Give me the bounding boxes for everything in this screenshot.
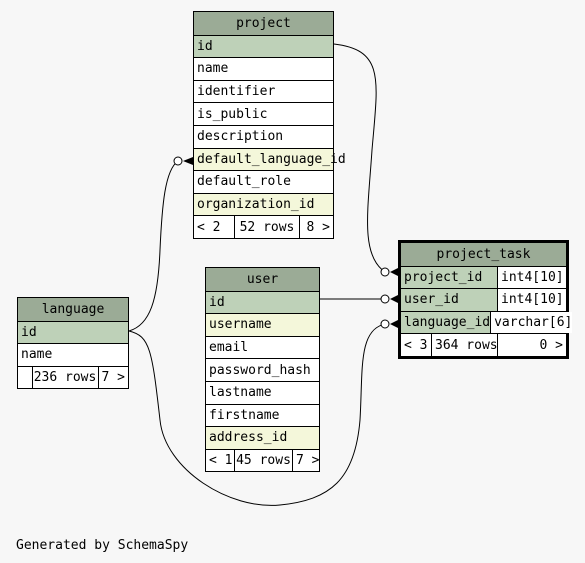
crowfoot-marker bbox=[390, 295, 398, 303]
column-row[interactable]: firstname bbox=[206, 403, 319, 427]
column-name: description bbox=[197, 129, 284, 145]
column-name: lastname bbox=[209, 385, 272, 401]
column-name: username bbox=[209, 317, 272, 333]
edge-end-circle bbox=[380, 319, 390, 329]
row-count: 45 rows bbox=[234, 449, 292, 472]
table-name: project_task bbox=[436, 246, 531, 262]
column-name: project_id bbox=[404, 269, 483, 285]
column-type: int4[10] bbox=[497, 289, 566, 311]
column-type: varchar[6] bbox=[490, 311, 573, 334]
column-row[interactable]: default_role bbox=[194, 170, 333, 193]
column-row[interactable]: language_id varchar[6] bbox=[401, 310, 573, 334]
column-row[interactable]: project_id int4[10] bbox=[401, 265, 566, 289]
column-name: is_public bbox=[197, 106, 268, 122]
column-row[interactable]: id bbox=[18, 320, 128, 344]
edge-project-to-language bbox=[128, 160, 179, 332]
column-row[interactable]: username bbox=[206, 313, 319, 336]
column-row[interactable]: description bbox=[194, 124, 333, 148]
column-row[interactable]: email bbox=[206, 335, 319, 359]
edge-project-task-to-project bbox=[333, 43, 386, 273]
column-name: id bbox=[209, 294, 225, 310]
edge-project-task-to-language bbox=[128, 323, 386, 506]
table-name: project bbox=[236, 15, 291, 31]
table-header[interactable]: project bbox=[194, 12, 333, 35]
column-name: name bbox=[197, 61, 229, 77]
children-link[interactable]: 7 > bbox=[97, 366, 128, 389]
table-footer: < 1 45 rows 7 > bbox=[206, 448, 322, 472]
table-user[interactable]: user id username email password_hash las… bbox=[205, 267, 322, 473]
column-row[interactable]: organization_id bbox=[194, 192, 333, 216]
edge-end-circle bbox=[380, 267, 390, 277]
column-name: name bbox=[21, 347, 53, 363]
parents-link[interactable] bbox=[18, 367, 32, 389]
table-header[interactable]: project_task bbox=[401, 243, 566, 266]
children-link[interactable]: 8 > bbox=[299, 216, 333, 238]
column-name: organization_id bbox=[197, 197, 315, 213]
edge-end-circle bbox=[173, 156, 183, 166]
column-name: identifier bbox=[197, 84, 276, 100]
row-count: 364 rows bbox=[431, 334, 498, 356]
generated-by-label: Generated by SchemaSpy bbox=[16, 538, 189, 553]
table-header[interactable]: user bbox=[206, 268, 319, 291]
children-link[interactable]: 7 > bbox=[292, 449, 322, 472]
column-row[interactable]: is_public bbox=[194, 102, 333, 125]
column-row[interactable]: name bbox=[18, 343, 128, 366]
edge-end-circle bbox=[380, 294, 390, 304]
table-footer: < 3 364 rows 0 > bbox=[401, 333, 566, 356]
row-count: 52 rows bbox=[234, 216, 299, 238]
table-project-task[interactable]: project_task project_id int4[10] user_id… bbox=[398, 240, 573, 359]
column-row[interactable]: lastname bbox=[206, 380, 319, 404]
table-project[interactable]: project id name identifier is_public des… bbox=[193, 11, 346, 239]
table-footer: < 2 52 rows 8 > bbox=[194, 215, 333, 238]
parents-link[interactable]: < 1 bbox=[209, 453, 233, 469]
parents-link[interactable]: < 3 bbox=[404, 337, 428, 353]
parents-link[interactable]: < 2 bbox=[197, 219, 221, 235]
column-name: language_id bbox=[404, 315, 491, 331]
column-row[interactable]: password_hash bbox=[206, 358, 319, 381]
column-name: id bbox=[21, 324, 37, 340]
column-name: address_id bbox=[209, 430, 288, 446]
column-row[interactable]: user_id int4[10] bbox=[401, 288, 566, 311]
table-name: language bbox=[41, 301, 105, 317]
row-count: 236 rows bbox=[31, 366, 98, 389]
column-name: user_id bbox=[404, 292, 459, 308]
children-link[interactable]: 0 > bbox=[497, 334, 566, 356]
column-row[interactable]: address_id bbox=[206, 426, 319, 449]
column-name: email bbox=[209, 340, 249, 356]
column-row[interactable]: id bbox=[206, 290, 319, 314]
column-name: password_hash bbox=[209, 362, 311, 378]
table-language[interactable]: language id name 236 rows 7 > bbox=[17, 297, 129, 390]
column-name: default_language_id bbox=[197, 151, 346, 167]
column-name: default_role bbox=[197, 174, 291, 190]
table-footer: 236 rows 7 > bbox=[18, 365, 128, 389]
crowfoot-marker bbox=[390, 268, 398, 276]
column-name: firstname bbox=[209, 407, 280, 423]
column-type: int4[10] bbox=[497, 266, 566, 289]
column-row[interactable]: name bbox=[194, 57, 333, 80]
column-row[interactable]: default_language_id bbox=[194, 147, 346, 171]
column-name: id bbox=[197, 38, 213, 54]
crowfoot-marker bbox=[183, 157, 193, 165]
table-name: user bbox=[246, 271, 279, 287]
crowfoot-marker bbox=[390, 320, 398, 328]
column-row[interactable]: identifier bbox=[194, 79, 333, 103]
table-header[interactable]: language bbox=[18, 298, 128, 321]
column-row[interactable]: id bbox=[194, 34, 333, 58]
